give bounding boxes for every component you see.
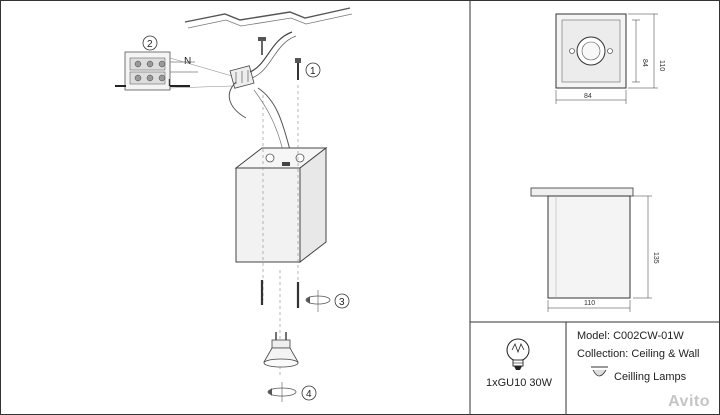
rotate-arrow-3-icon [305,290,331,312]
terminal-label-l: L [168,78,174,89]
rotate-arrow-4-icon [267,382,297,402]
lamp-housing [234,146,328,264]
lamp-spec-text: 1xGU10 30W [486,377,553,389]
top-width-dim: 84 [584,93,592,100]
lightbulb-icon [506,338,530,370]
terminal-label-n: N [184,56,191,67]
step-3-label: 3 [339,297,345,308]
side-width-dim: 110 [584,300,595,307]
watermark: Avito [668,393,710,410]
side-height-dim: 135 [652,252,659,264]
top-inner-height-dim: 84 [641,59,648,67]
collection-text: Collection: Ceiling & Wall [577,348,700,360]
model-text: Model: C002CW-01W [577,330,684,342]
anchor-screw [295,58,301,80]
category-text: Ceilling Lamps [614,371,687,383]
terminal-block [115,51,198,91]
step-2-marker [142,35,158,51]
step-1-marker [305,62,321,78]
housing-screws [260,280,300,308]
step-3-marker [334,293,350,309]
step-4-label: 4 [306,389,312,400]
step-2-label: 2 [147,39,153,50]
step-1-label: 1 [310,66,316,77]
gu10-bulb [263,332,299,368]
ceiling-lamp-icon [591,366,608,377]
top-view-drawing [555,13,658,104]
ceiling-screw [258,37,266,55]
top-outer-height-dim: 110 [658,60,665,71]
ceiling-outline [184,7,353,29]
step-4-marker [301,385,317,401]
side-view-drawing [530,187,652,312]
